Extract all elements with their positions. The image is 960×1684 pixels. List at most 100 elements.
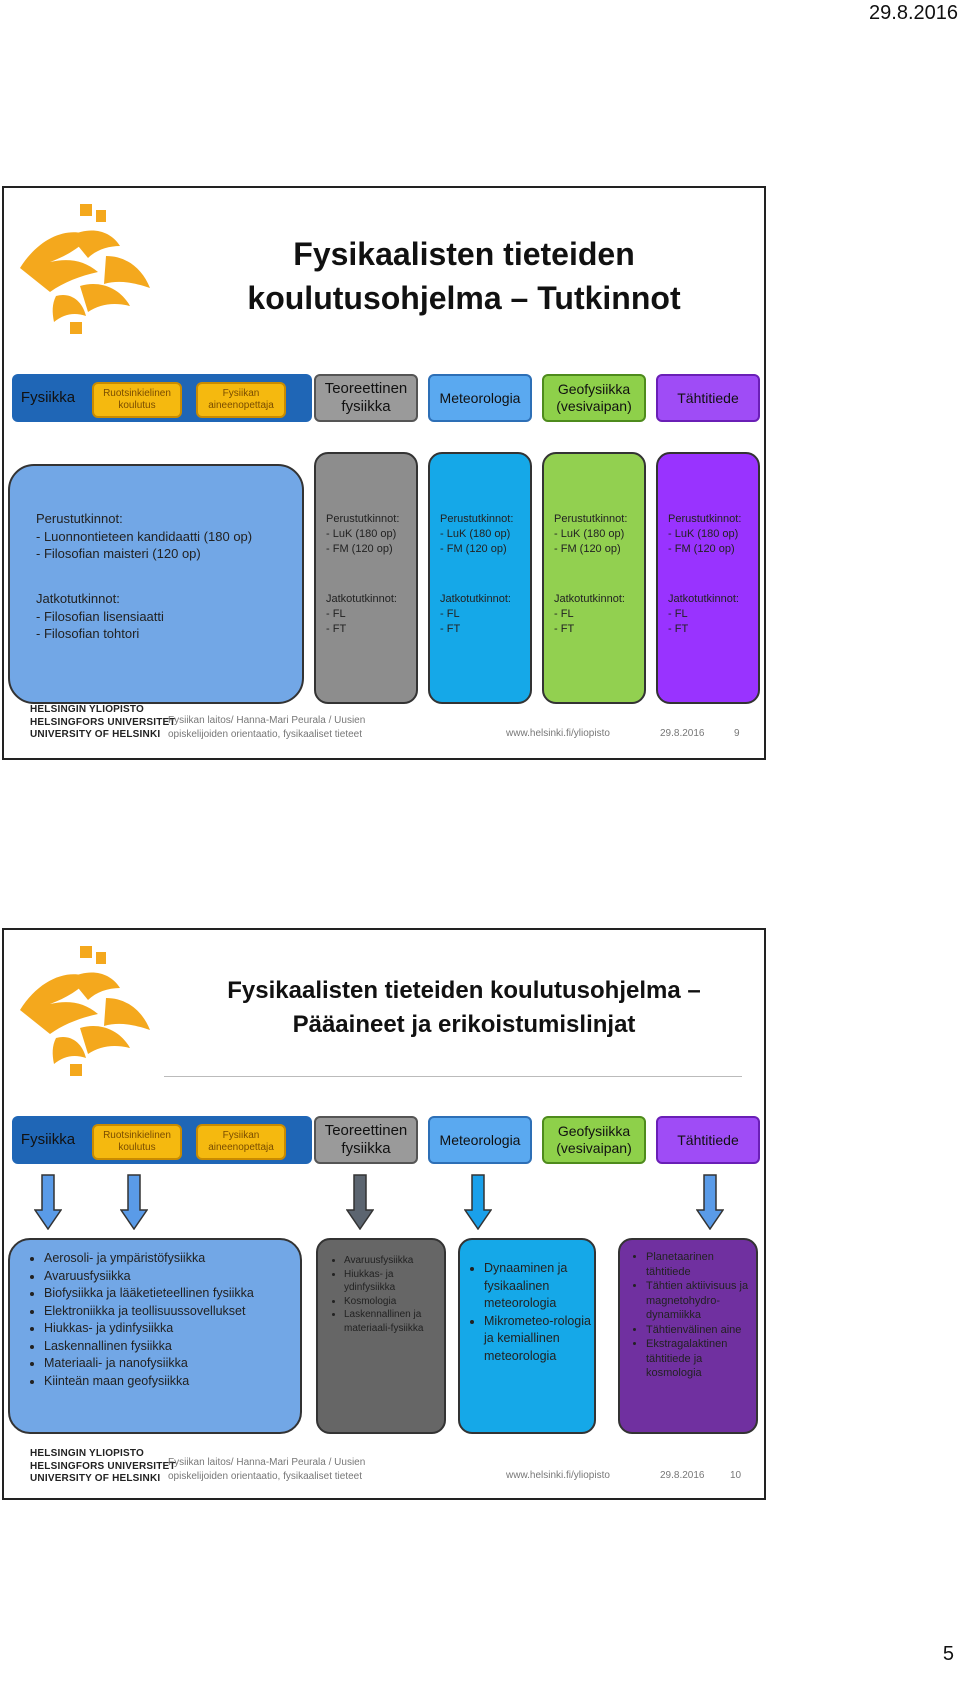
- jatko-heading: Jatkotutkinnot:: [668, 593, 739, 605]
- meteorologia-specializations-panel: Dynaaminen ja fysikaalinen meteorologia …: [458, 1238, 596, 1434]
- tahtitiede-specializations-panel: Planetaarinen tähtitiede Tähtien aktiivi…: [618, 1238, 758, 1434]
- teoreettinen-specializations-panel: Avaruusfysiikka Hiukkas- ja ydinfysiikka…: [316, 1238, 446, 1434]
- list-item: Dynaaminen ja fysikaalinen meteorologia: [484, 1260, 592, 1313]
- footer-url[interactable]: www.helsinki.fi/yliopisto: [506, 1470, 610, 1481]
- list-item: Tähtien aktiivisuus ja magnetohydro-dyna…: [646, 1279, 754, 1323]
- university-name: HELSINGIN YLIOPISTO HELSINGFORS UNIVERSI…: [30, 704, 176, 742]
- footer-author-line: opiskelijoiden orientaatio, fysikaaliset…: [168, 1471, 362, 1482]
- teoreettinen-list: Avaruusfysiikka Hiukkas- ja ydinfysiikka…: [324, 1254, 442, 1335]
- jatko-heading: Jatkotutkinnot:: [326, 593, 397, 605]
- list-item: Laskennallinen ja materiaali-fysiikka: [344, 1308, 442, 1335]
- meteorologia-list: Dynaaminen ja fysikaalinen meteorologia …: [464, 1260, 592, 1365]
- footer-author: Fysiikan laitos/ Hanna-Mari Peurala / Uu…: [168, 714, 365, 742]
- footer-author-line: Fysiikan laitos/ Hanna-Mari Peurala / Uu…: [168, 715, 366, 726]
- list-item: Avaruusfysiikka: [344, 1254, 442, 1268]
- perus-item: - Filosofian maisteri (120 op): [36, 546, 201, 562]
- jatko-heading: Jatkotutkinnot:: [36, 591, 120, 606]
- arrow-down-icon: [34, 1174, 62, 1230]
- university-name-line: HELSINGFORS UNIVERSITET: [30, 1460, 176, 1472]
- perus-heading: Perustutkinnot:: [36, 511, 123, 526]
- tab-teoreettinen-fysiikka[interactable]: Teoreettinen fysiikka: [314, 374, 418, 422]
- list-item: Materiaali- ja nanofysiikka: [44, 1355, 294, 1373]
- jatko-item: - FL: [440, 607, 460, 620]
- jatko-item: - FT: [326, 622, 347, 635]
- slide-number: 9: [734, 728, 740, 739]
- tab-fysiikka[interactable]: Fysiikka: [20, 389, 76, 406]
- page-date: 29.8.2016: [869, 2, 958, 24]
- perus-item: - FM (120 op): [554, 542, 621, 555]
- jatko-section: Jatkotutkinnot: - FL - FT: [440, 592, 511, 637]
- list-item: Elektroniikka ja teollisuussovellukset: [44, 1303, 294, 1321]
- tab-meteorologia[interactable]: Meteorologia: [428, 374, 532, 422]
- list-item: Ekstragalaktinen tähtitiede ja kosmologi…: [646, 1337, 754, 1381]
- slide-title: Fysikaalisten tieteiden koulutusohjelma …: [164, 232, 764, 320]
- title-divider: [164, 1076, 742, 1077]
- list-item: Avaruusfysiikka: [44, 1268, 294, 1286]
- tab-teoreettinen-fysiikka[interactable]: Teoreettinen fysiikka: [314, 1116, 418, 1164]
- perus-item: - LuK (180 op): [440, 527, 511, 540]
- jatko-item: - FL: [668, 607, 688, 620]
- jatko-item: - FT: [554, 622, 575, 635]
- list-item: Kosmologia: [344, 1295, 442, 1309]
- footer-url[interactable]: www.helsinki.fi/yliopisto: [506, 728, 610, 739]
- university-name: HELSINGIN YLIOPISTO HELSINGFORS UNIVERSI…: [30, 1448, 176, 1486]
- meteorologia-degrees-panel: Perustutkinnot: - LuK (180 op) - FM (120…: [428, 452, 532, 704]
- slide-number: 10: [730, 1470, 742, 1481]
- list-item: Aerosoli- ja ympäristöfysiikka: [44, 1250, 294, 1268]
- jatko-item: - FL: [326, 607, 346, 620]
- university-name-line: HELSINGIN YLIOPISTO: [30, 704, 145, 715]
- geofysiikka-degrees-panel: Perustutkinnot: - LuK (180 op) - FM (120…: [542, 452, 646, 704]
- jatko-section: Jatkotutkinnot: - FL - FT: [668, 592, 739, 637]
- perus-item: - FM (120 op): [668, 542, 735, 555]
- jatko-item: - Filosofian lisensiaatti: [36, 608, 164, 624]
- perus-item: - LuK (180 op): [554, 527, 625, 540]
- jatko-item: - Filosofian tohtori: [36, 626, 140, 642]
- tab-ruotsinkielinen-koulutus[interactable]: Ruotsinkielinen koulutus: [92, 1124, 182, 1160]
- perus-section: Perustutkinnot: - LuK (180 op) - FM (120…: [326, 512, 399, 557]
- tab-aineenopettaja[interactable]: Fysiikan aineenopettaja: [196, 1124, 286, 1160]
- fysiikka-degrees-panel: Perustutkinnot: - Luonnontieteen kandida…: [8, 464, 304, 704]
- tab-tahtitiede[interactable]: Tähtitiede: [656, 374, 760, 422]
- jatko-section: Jatkotutkinnot: - FL - FT: [326, 592, 397, 637]
- list-item: Hiukkas- ja ydinfysiikka: [344, 1268, 442, 1295]
- perus-section: Perustutkinnot: - Luonnontieteen kandida…: [36, 510, 252, 563]
- jatko-heading: Jatkotutkinnot:: [440, 593, 511, 605]
- title-line: koulutusohjelma – Tutkinnot: [247, 280, 681, 316]
- page-number: 5: [942, 1643, 954, 1665]
- jatko-item: - FL: [554, 607, 574, 620]
- tab-meteorologia[interactable]: Meteorologia: [428, 1116, 532, 1164]
- tab-ruotsinkielinen-koulutus[interactable]: Ruotsinkielinen koulutus: [92, 382, 182, 418]
- list-item: Tähtienvälinen aine: [646, 1323, 754, 1338]
- perus-section: Perustutkinnot: - LuK (180 op) - FM (120…: [668, 512, 741, 557]
- tahtitiede-degrees-panel: Perustutkinnot: - LuK (180 op) - FM (120…: [656, 452, 760, 704]
- perus-item: - Luonnontieteen kandidaatti (180 op): [36, 528, 253, 544]
- tab-geofysiikka[interactable]: Geofysiikka (vesivaipan): [542, 1116, 646, 1164]
- perus-section: Perustutkinnot: - LuK (180 op) - FM (120…: [554, 512, 627, 557]
- title-line: Fysikaalisten tieteiden: [293, 236, 635, 272]
- university-name-line: HELSINGFORS UNIVERSITET: [30, 716, 176, 728]
- tab-geofysiikka[interactable]: Geofysiikka (vesivaipan): [542, 374, 646, 422]
- perus-section: Perustutkinnot: - LuK (180 op) - FM (120…: [440, 512, 513, 557]
- arrow-down-icon: [120, 1174, 148, 1230]
- university-name-line: UNIVERSITY OF HELSINKI: [30, 729, 161, 740]
- slide-title: Fysikaalisten tieteiden koulutusohjelma …: [164, 974, 764, 1042]
- footer-date: 29.8.2016: [660, 728, 705, 739]
- arrow-down-icon: [464, 1174, 492, 1230]
- jatko-item: - FT: [440, 622, 461, 635]
- tahtitiede-list: Planetaarinen tähtitiede Tähtien aktiivi…: [626, 1250, 754, 1381]
- list-item: Laskennallinen fysiikka: [44, 1338, 294, 1356]
- university-name-line: HELSINGIN YLIOPISTO: [30, 1448, 145, 1459]
- perus-heading: Perustutkinnot:: [326, 513, 400, 525]
- perus-heading: Perustutkinnot:: [554, 513, 628, 525]
- university-name-line: UNIVERSITY OF HELSINKI: [30, 1473, 161, 1484]
- university-flame-logo: [20, 946, 150, 1076]
- tab-fysiikka[interactable]: Fysiikka: [20, 1131, 76, 1148]
- list-item: Planetaarinen tähtitiede: [646, 1250, 754, 1279]
- tab-tahtitiede[interactable]: Tähtitiede: [656, 1116, 760, 1164]
- list-item: Kiinteän maan geofysiikka: [44, 1373, 294, 1391]
- tab-aineenopettaja[interactable]: Fysiikan aineenopettaja: [196, 382, 286, 418]
- slide-2: Fysikaalisten tieteiden koulutusohjelma …: [2, 928, 766, 1500]
- fysiikka-specializations-panel: Aerosoli- ja ympäristöfysiikka Avaruusfy…: [8, 1238, 302, 1434]
- university-flame-logo: [20, 204, 150, 334]
- title-line: Pääaineet ja erikoistumislinjat: [292, 1011, 636, 1038]
